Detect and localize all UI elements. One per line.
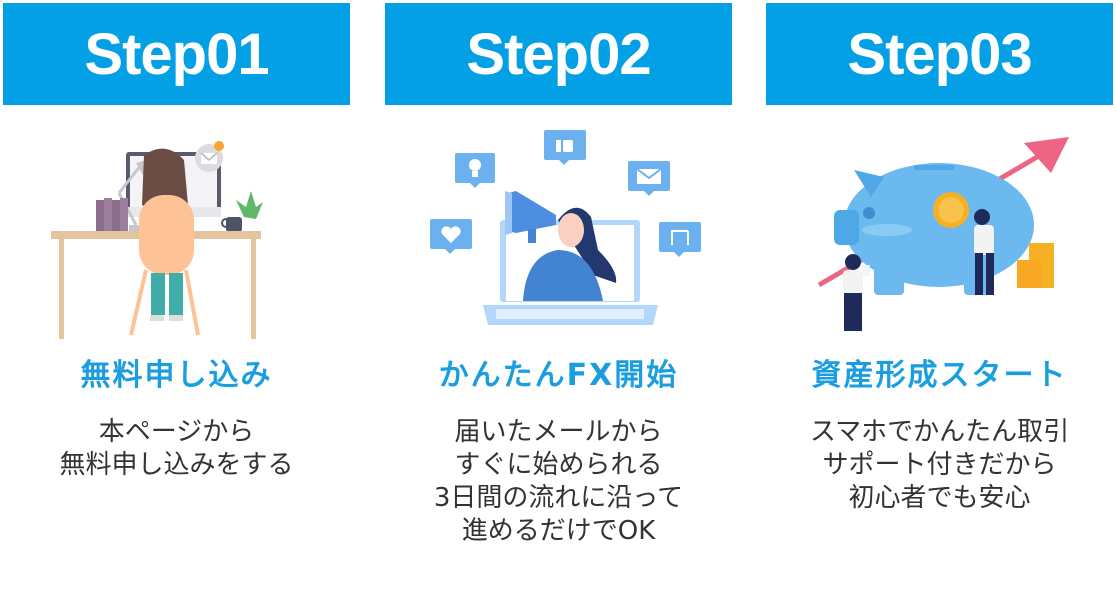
description-line: 3日間の流れに沿って [433, 483, 684, 513]
description-line: すぐに始められる [454, 450, 663, 480]
description-line: サポート付きだから [822, 450, 1057, 480]
description-line: スマホでかんたん取引 [809, 417, 1070, 447]
step-2-title: かんたんFX開始 [438, 358, 679, 393]
step-2-description: 届いたメールから すぐに始められる 3日間の流れに沿って 進めるだけでOK [385, 416, 732, 548]
mail-bubble-icon [628, 161, 670, 196]
description-line: 進めるだけでOK [461, 516, 656, 546]
step-3-title: 資産形成スタート [811, 358, 1068, 393]
step-3: Step03 資産形成スタート スマホでかんたん取引 サポート付きだから [766, 0, 1113, 613]
step-1-title: 無料申し込み [80, 358, 273, 393]
description-line: 無料申し込みをする [59, 450, 294, 480]
description-line: 本ページから [98, 417, 255, 447]
piggy-bank-growth-icon [817, 137, 1069, 331]
description-line: 初心者でも安心 [848, 483, 1031, 513]
thumbs-up-bubble-icon [544, 130, 586, 165]
lightbulb-bubble-icon [455, 153, 495, 188]
heart-bubble-icon [430, 219, 472, 254]
retweet-bubble-icon [659, 222, 701, 257]
megaphone-laptop-icon [430, 130, 701, 325]
step-3-description: スマホでかんたん取引 サポート付きだから 初心者でも安心 [766, 416, 1113, 515]
step-3-header: Step03 [766, 3, 1113, 105]
step-2-header: Step02 [385, 3, 732, 105]
step-1-description: 本ページから 無料申し込みをする [3, 416, 350, 482]
step-1-header: Step01 [3, 3, 350, 105]
step-2: Step02 [385, 0, 732, 613]
description-line: 届いたメールから [454, 417, 663, 447]
woman-at-desk-icon [51, 141, 263, 339]
step-1: Step01 [3, 0, 350, 613]
